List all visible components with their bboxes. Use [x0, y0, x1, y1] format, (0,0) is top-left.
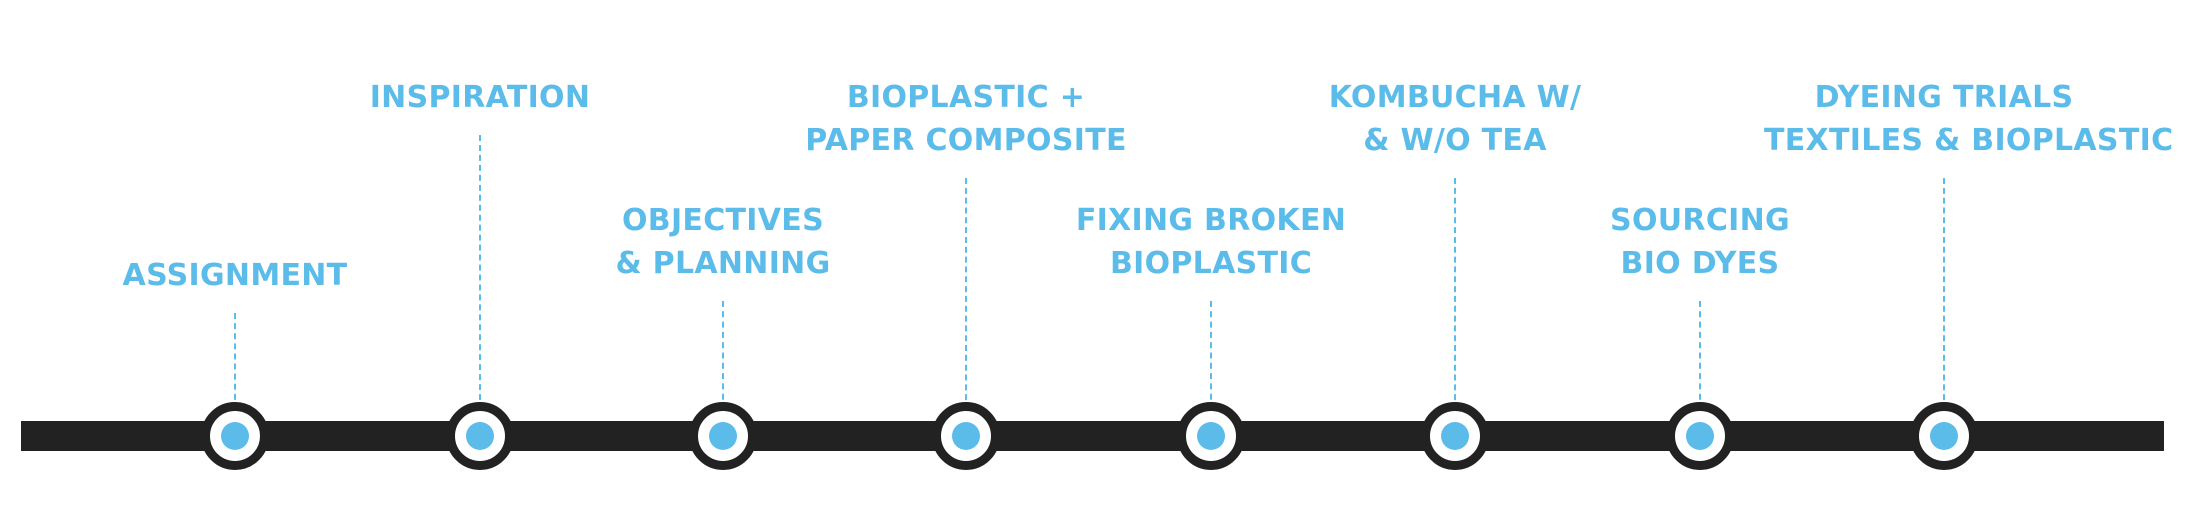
- milestone-label-line: BIO DYES: [1620, 246, 1780, 281]
- milestone-node: [446, 402, 514, 470]
- milestone-label-line: & W/O TEA: [1363, 123, 1547, 158]
- milestone-connector: [1943, 178, 1945, 410]
- milestone-label-line: PAPER COMPOSITE: [805, 123, 1127, 158]
- milestone-label-line: FIXING BROKEN: [1075, 203, 1347, 238]
- milestone-connector: [1699, 301, 1701, 410]
- milestone-connector: [1454, 178, 1456, 410]
- milestone-node-dot: [466, 422, 494, 450]
- milestone-connector: [479, 135, 481, 410]
- milestone-label-line: BIOPLASTIC +: [846, 80, 1086, 115]
- milestone-node: [1910, 402, 1978, 470]
- milestone-label-line: & PLANNING: [615, 246, 831, 281]
- milestone-label: KOMBUCHA W/ & W/O TEA: [1275, 76, 1635, 162]
- milestone-label: ASSIGNMENT: [55, 254, 415, 297]
- milestone-node-dot: [1686, 422, 1714, 450]
- milestone-node: [689, 402, 757, 470]
- milestone-label-line: ASSIGNMENT: [122, 258, 348, 293]
- milestone-node-dot: [1930, 422, 1958, 450]
- milestone-label-line: OBJECTIVES: [622, 203, 824, 238]
- milestone-node-dot: [1441, 422, 1469, 450]
- milestone-label-line: BIOPLASTIC: [1109, 246, 1313, 281]
- milestone-node-dot: [709, 422, 737, 450]
- milestone-connector: [965, 178, 967, 410]
- milestone-label-line: SOURCING: [1610, 203, 1790, 238]
- milestone-node: [1421, 402, 1489, 470]
- milestone-node: [1177, 402, 1245, 470]
- milestone-label: DYEING TRIALS TEXTILES & BIOPLASTIC: [1764, 76, 2174, 162]
- milestone-label: FIXING BROKEN BIOPLASTIC: [1031, 199, 1391, 285]
- timeline-track: [21, 421, 2164, 451]
- milestone-label: BIOPLASTIC + PAPER COMPOSITE: [786, 76, 1146, 162]
- milestone-connector: [1210, 301, 1212, 410]
- milestone-label-line: INSPIRATION: [369, 80, 591, 115]
- milestone-connector: [234, 313, 236, 410]
- milestone-label-line: KOMBUCHA W/: [1328, 80, 1582, 115]
- milestone-node: [201, 402, 269, 470]
- milestone-node-dot: [952, 422, 980, 450]
- milestone-node-dot: [221, 422, 249, 450]
- milestone-connector: [722, 301, 724, 410]
- milestone-label: OBJECTIVES & PLANNING: [543, 199, 903, 285]
- milestone-label: INSPIRATION: [300, 76, 660, 119]
- milestone-node: [932, 402, 1000, 470]
- milestone-label-line: TEXTILES & BIOPLASTIC: [1764, 123, 2174, 158]
- milestone-node: [1666, 402, 1734, 470]
- milestone-node-dot: [1197, 422, 1225, 450]
- milestone-label: SOURCING BIO DYES: [1520, 199, 1880, 285]
- milestone-label-line: DYEING TRIALS: [1814, 80, 2074, 115]
